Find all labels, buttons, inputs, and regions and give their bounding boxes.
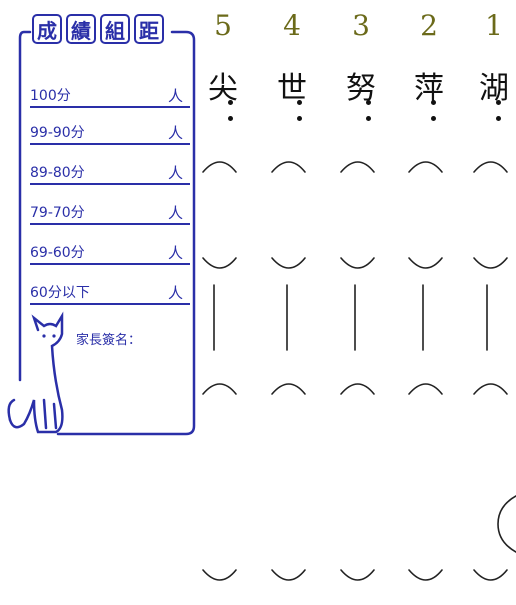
open-bracket [408, 383, 443, 395]
parent-signature-label: 家長簽名： [76, 333, 142, 348]
score-row-label: 79-70分 [30, 205, 85, 221]
emphasis-dot [366, 100, 371, 105]
emphasis-dot [366, 116, 371, 121]
emphasis-dot [496, 116, 501, 121]
emphasis-dot [297, 100, 302, 105]
open-bracket [340, 161, 375, 173]
emphasis-dot [496, 100, 501, 105]
close-bracket [408, 569, 443, 581]
open-bracket [473, 161, 508, 173]
score-row-line [30, 143, 190, 145]
emphasis-dot [297, 116, 302, 121]
close-bracket [340, 569, 375, 581]
column-character: 尖 [208, 71, 238, 106]
close-bracket [473, 569, 508, 581]
close-bracket [202, 569, 237, 581]
score-row-line [30, 183, 190, 185]
score-row-line [30, 106, 190, 108]
close-bracket [340, 257, 375, 269]
column-number: 5 [214, 9, 232, 42]
panel-title-char: 成 [32, 14, 62, 44]
emphasis-dot [431, 100, 436, 105]
close-bracket [408, 257, 443, 269]
column-character: 湖 [479, 71, 509, 106]
score-row-unit: 人 [168, 164, 184, 182]
open-bracket [202, 161, 237, 173]
open-bracket [202, 383, 237, 395]
column-number: 2 [420, 9, 438, 42]
panel-title-char: 組 [100, 14, 130, 44]
score-row-unit: 人 [168, 284, 184, 302]
close-bracket [202, 257, 237, 269]
score-row-label: 100分 [30, 88, 71, 104]
emphasis-dot [228, 100, 233, 105]
emphasis-dot [431, 116, 436, 121]
score-row-unit: 人 [168, 87, 184, 105]
score-row-label: 60分以下 [30, 285, 90, 301]
close-bracket [473, 257, 508, 269]
close-bracket [271, 257, 306, 269]
open-bracket [408, 161, 443, 173]
emphasis-dot [228, 116, 233, 121]
open-bracket [271, 161, 306, 173]
score-row-unit: 人 [168, 124, 184, 142]
score-row-label: 89-80分 [30, 165, 85, 181]
column-number: 4 [283, 9, 301, 42]
column-number: 3 [352, 9, 370, 42]
score-row-unit: 人 [168, 244, 184, 262]
panel-title-char: 距 [134, 14, 164, 44]
open-bracket [340, 383, 375, 395]
column-number: 1 [485, 9, 503, 42]
close-bracket [271, 569, 306, 581]
score-row-line [30, 263, 190, 265]
open-bracket [271, 383, 306, 395]
score-row-line [30, 303, 190, 305]
score-row-unit: 人 [168, 204, 184, 222]
partial-circle [497, 495, 516, 553]
panel-title-char: 績 [66, 14, 96, 44]
open-bracket [473, 383, 508, 395]
column-character: 萍 [414, 71, 444, 106]
score-row-line [30, 223, 190, 225]
score-row-label: 99-90分 [30, 125, 85, 141]
column-character: 世 [277, 71, 307, 106]
column-character: 努 [346, 71, 376, 106]
score-row-label: 69-60分 [30, 245, 85, 261]
